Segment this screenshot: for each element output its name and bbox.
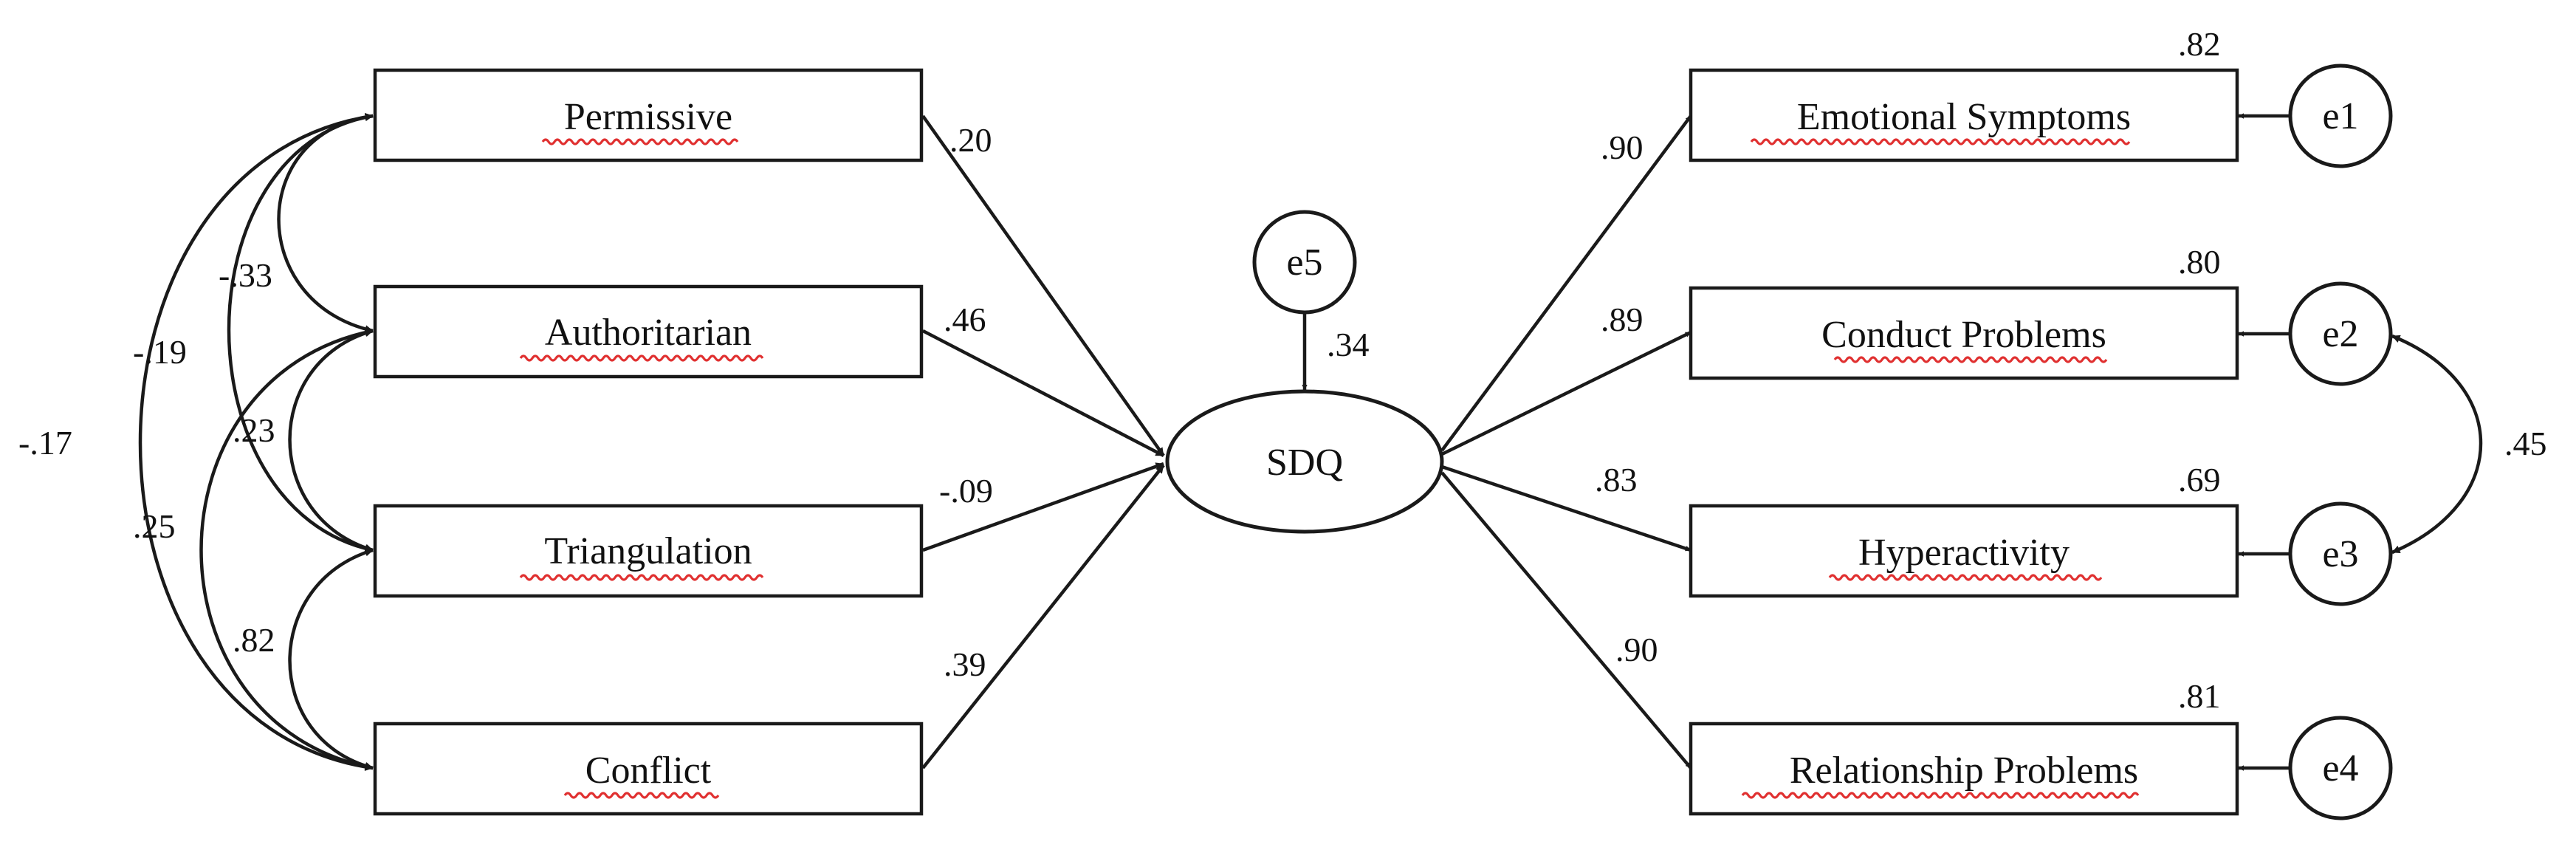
label-triangulation: Triangulation [544, 530, 752, 572]
label-sdq: SDQ [1266, 442, 1343, 484]
loading-emotional: .90 [1601, 128, 1644, 166]
cov-coef-permissive-triangulation: -.19 [133, 333, 187, 371]
cov-coef-triangulation-conflict: .82 [233, 621, 275, 659]
spellcheck-emotional-symptoms [1750, 138, 2131, 145]
cov-arc-triangulation-conflict [288, 548, 374, 770]
cov-arc-authoritarian-conflict [199, 328, 374, 771]
box-relationship-problems [1689, 722, 2239, 816]
spellcheck-hyperactivity [1828, 574, 2103, 581]
path-authoritarian-sdq [921, 329, 1165, 457]
path-coef-permissive: .20 [949, 121, 992, 159]
label-conduct-problems: Conduct Problems [1821, 314, 2106, 356]
spellcheck-conflict [563, 792, 720, 799]
box-triangulation [373, 504, 924, 598]
path-coef-conflict: .39 [944, 645, 986, 683]
path-triangulation-sdq [922, 462, 1164, 552]
loading-relationship: .90 [1615, 631, 1658, 668]
box-emotional-symptoms [1689, 68, 2239, 162]
path-sdq-relationship [1440, 471, 1692, 770]
path-sdq-hyperactivity [1441, 465, 1691, 552]
cov-arc-authoritarian-triangulation [288, 329, 374, 552]
spellcheck-triangulation [519, 574, 764, 581]
label-e5: e5 [1286, 241, 1322, 284]
r2-conduct-problems: .80 [2178, 243, 2221, 281]
cov-arc-e2-e3 [2391, 334, 2483, 555]
spellcheck-authoritarian [519, 354, 764, 362]
box-conduct-problems [1689, 286, 2239, 380]
label-conflict: Conflict [585, 750, 712, 792]
label-e1: e1 [2322, 95, 2358, 137]
cov-arc-permissive-conflict [138, 113, 374, 771]
label-hyperactivity: Hyperactivity [1858, 532, 2070, 574]
path-sdq-emotional [1440, 114, 1692, 452]
coef-e5: .34 [1327, 326, 1370, 363]
cov-coef-permissive-conflict: -.17 [18, 424, 72, 462]
label-permissive: Permissive [564, 96, 732, 138]
latent-sdq [1165, 389, 1444, 534]
spellcheck-relationship-problems [1741, 792, 2140, 799]
r2-relationship-problems: .81 [2178, 677, 2221, 715]
label-e2: e2 [2322, 313, 2358, 355]
loading-conduct: .89 [1601, 301, 1644, 338]
box-authoritarian [373, 284, 924, 379]
cov-coef-e2-e3: .45 [2504, 425, 2547, 462]
r2-hyperactivity: .69 [2178, 461, 2221, 498]
cov-coef-authoritarian-triangulation: .23 [233, 411, 275, 449]
label-e3: e3 [2322, 533, 2358, 575]
cov-coef-permissive-authoritarian: -.33 [219, 256, 272, 294]
box-hyperactivity [1689, 504, 2239, 598]
r2-emotional-symptoms: .82 [2178, 25, 2221, 63]
box-permissive [373, 68, 924, 162]
path-conflict-sdq [921, 464, 1165, 770]
box-conflict [373, 722, 924, 816]
label-relationship-problems: Relationship Problems [1790, 750, 2138, 792]
cov-arc-permissive-authoritarian [277, 112, 374, 334]
label-authoritarian: Authoritarian [545, 312, 752, 354]
path-sdq-conduct [1441, 330, 1691, 456]
spellcheck-conduct-problems [1833, 356, 2108, 363]
loading-hyperactivity: .83 [1595, 461, 1638, 498]
spellcheck-permissive [541, 138, 739, 145]
path-coef-authoritarian: .46 [944, 301, 986, 338]
label-emotional-symptoms: Emotional Symptoms [1797, 96, 2131, 138]
path-permissive-sdq [921, 114, 1165, 457]
cov-arc-permissive-triangulation [227, 113, 374, 553]
path-coef-triangulation: -.09 [939, 472, 993, 510]
cov-coef-authoritarian-conflict: .25 [133, 507, 176, 545]
label-e4: e4 [2322, 747, 2358, 789]
